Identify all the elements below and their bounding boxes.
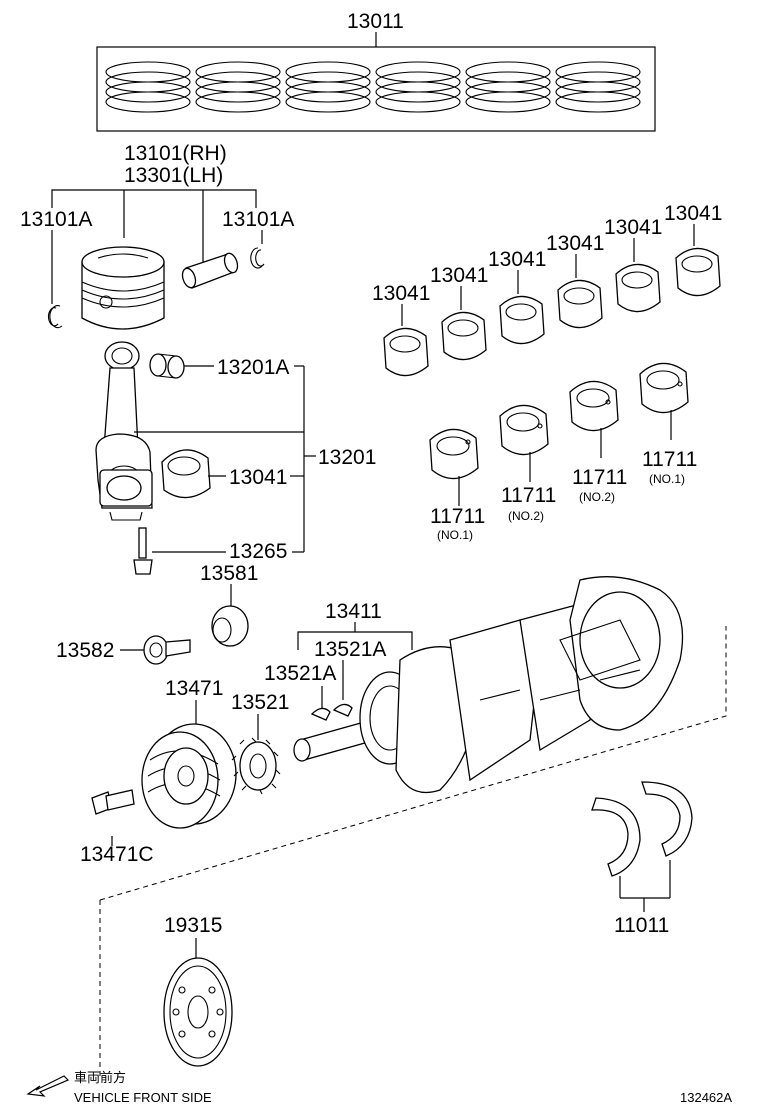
piston-pin[interactable] (180, 252, 240, 290)
label-13041-e[interactable]: 13041 (604, 216, 662, 239)
label-11711-a-note: (NO.1) (437, 528, 473, 542)
main-bearing-b[interactable] (499, 404, 549, 456)
crank-bearing-5[interactable] (615, 263, 661, 313)
label-13041-c[interactable]: 13041 (488, 248, 546, 271)
snap-ring-right[interactable] (250, 247, 265, 269)
crank-bearing-2[interactable] (441, 311, 487, 361)
piston-ring-set[interactable] (96, 32, 656, 132)
arrow-left-down-icon (26, 1075, 70, 1097)
snap-ring-left[interactable] (47, 305, 63, 329)
pulley-bolt[interactable] (143, 635, 191, 665)
label-11711-b-note: (NO.2) (508, 509, 544, 523)
conrod-bolt[interactable] (133, 527, 153, 575)
label-11711-d-note: (NO.1) (649, 472, 685, 486)
thrust-washer-right[interactable] (641, 781, 693, 857)
main-bearing-a[interactable] (429, 428, 479, 480)
connecting-rod[interactable] (95, 341, 153, 521)
drive-plate[interactable] (163, 957, 233, 1067)
label-13411[interactable]: 13411 (325, 600, 382, 623)
piston[interactable] (81, 246, 165, 330)
label-13201[interactable]: 13201 (318, 446, 376, 469)
label-13041-d[interactable]: 13041 (546, 232, 604, 255)
timing-gear[interactable] (231, 737, 281, 795)
washer[interactable] (211, 605, 249, 647)
vehicle-front-jp: 車両前方 (74, 1070, 126, 1086)
label-13521a-upper[interactable]: 13521A (314, 638, 386, 661)
label-13041-conrod[interactable]: 13041 (229, 466, 287, 489)
label-13101a-left[interactable]: 13101A (20, 208, 92, 231)
pulley-bolt-2[interactable] (91, 789, 135, 815)
label-13101a-right[interactable]: 13101A (222, 208, 294, 231)
label-13471c[interactable]: 13471C (80, 843, 154, 866)
label-13301-lh[interactable]: 13301(LH) (124, 164, 223, 187)
main-bearing-d[interactable] (639, 362, 689, 414)
crank-bearing-1[interactable] (383, 327, 429, 377)
label-13265[interactable]: 13265 (229, 540, 287, 563)
crankshaft-key-b[interactable] (332, 703, 353, 717)
main-bearing-c[interactable] (569, 380, 619, 432)
label-19315[interactable]: 19315 (164, 914, 222, 937)
crankshaft[interactable] (293, 576, 684, 794)
conrod-bearing[interactable] (161, 449, 211, 499)
label-13471[interactable]: 13471 (165, 677, 223, 700)
label-13521a-lower[interactable]: 13521A (264, 662, 336, 685)
label-13521[interactable]: 13521 (231, 691, 289, 714)
crank-bearing-3[interactable] (499, 295, 545, 345)
crank-pulley[interactable] (141, 723, 237, 829)
label-13101-rh[interactable]: 13101(RH) (124, 142, 227, 165)
label-11711-c[interactable]: 11711 (572, 466, 627, 489)
thrust-washer-left[interactable] (591, 797, 641, 877)
label-11711-c-note: (NO.2) (579, 490, 615, 504)
label-11711-d[interactable]: 11711 (642, 448, 697, 471)
crankshaft-key-a[interactable] (310, 707, 331, 721)
label-13041-b[interactable]: 13041 (430, 264, 488, 287)
crank-bearing-6[interactable] (675, 247, 721, 297)
label-11711-a[interactable]: 11711 (430, 505, 485, 528)
label-13041-f[interactable]: 13041 (664, 202, 722, 225)
diagram-code: 132462A (680, 1090, 732, 1105)
label-13582[interactable]: 13582 (56, 639, 114, 662)
crank-bearing-4[interactable] (557, 279, 603, 329)
label-11011[interactable]: 11011 (614, 914, 669, 937)
label-13041-a[interactable]: 13041 (372, 282, 430, 305)
label-11711-b[interactable]: 11711 (501, 484, 556, 507)
label-13011[interactable]: 13011 (347, 10, 404, 33)
label-13581[interactable]: 13581 (200, 562, 258, 585)
label-13201a[interactable]: 13201A (217, 356, 289, 379)
vehicle-front-en: VEHICLE FRONT SIDE (74, 1090, 212, 1105)
conrod-bushing[interactable] (149, 353, 185, 379)
